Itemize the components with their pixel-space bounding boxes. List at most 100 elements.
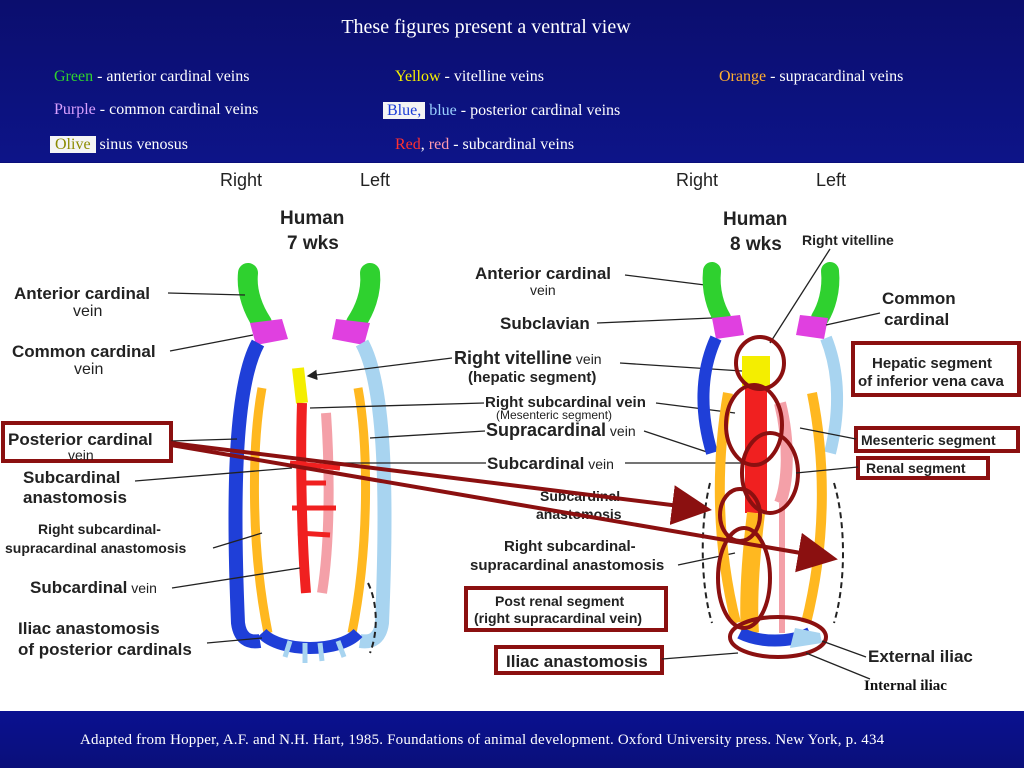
fig1-left-common-cardinal bbox=[332, 319, 370, 345]
fig2-hepatic-highlight bbox=[851, 341, 1021, 397]
mid-hepatic-segment-label: (hepatic segment) bbox=[468, 369, 596, 386]
fig1-posterior-cardinal-vein: vein bbox=[68, 447, 94, 463]
fig2-hepatic-circle bbox=[734, 335, 786, 391]
fig2-post-renal-segment bbox=[740, 511, 765, 634]
fig2-internal-iliac-label: Internal iliac bbox=[864, 678, 947, 694]
footer-bar: Adapted from Hopper, A.F. and N.H. Hart,… bbox=[0, 711, 1024, 768]
fig2-right-anterior-cardinal bbox=[702, 262, 731, 327]
fig2-iliac-circle bbox=[728, 615, 828, 659]
legend-text-orange: - supracardinal veins bbox=[766, 68, 904, 85]
legend-green: Green - anterior cardinal veins bbox=[54, 68, 249, 86]
fig2-stage-line1: Human bbox=[723, 209, 787, 230]
fig1-subcardinal-anastomosis-label: Subcardinal bbox=[23, 468, 120, 487]
legend-yellow: Yellow - vitelline veins bbox=[395, 68, 544, 86]
fig1-posterior-cardinal-label: Posterior cardinal bbox=[8, 430, 153, 449]
fig1-stage-line1: Human bbox=[280, 208, 344, 229]
fig1-iliac-label2: of posterior cardinals bbox=[18, 640, 192, 659]
mid-iliac-highlight bbox=[494, 645, 664, 675]
legend-text-olive: sinus venosus bbox=[95, 136, 188, 153]
fig1-subcardinal-vein-label: Subcardinal vein bbox=[30, 578, 157, 597]
fig1-right-common-cardinal bbox=[250, 319, 288, 345]
mid-right-sub-supra-label: Right subcardinal- bbox=[504, 538, 636, 555]
posterior-cardinal-arrow-1 bbox=[170, 441, 712, 525]
legend-key-red-light: red bbox=[428, 136, 450, 153]
legend-purple: Purple - common cardinal veins bbox=[54, 101, 258, 119]
legend-text-purple: - common cardinal veins bbox=[95, 101, 259, 118]
figure-8wks: Right Left Human 8 wks Right vitelline C… bbox=[676, 170, 1021, 694]
fig1-right-sub-supra-label: Right subcardinal- bbox=[38, 521, 161, 537]
mid-anterior-cardinal-vein: vein bbox=[530, 282, 556, 298]
source-citation: Adapted from Hopper, A.F. and N.H. Hart,… bbox=[80, 732, 885, 748]
legend-key-olive: Olive bbox=[50, 136, 96, 153]
fig1-left-anterior-cardinal bbox=[346, 263, 381, 333]
fig1-left-supracardinal bbox=[347, 387, 371, 634]
fig2-post-renal-circle bbox=[716, 526, 772, 630]
legend-blue: Blue, blue - posterior cardinal veins bbox=[383, 102, 620, 120]
mid-iliac-label: Iliac anastomosis bbox=[506, 652, 648, 671]
posterior-cardinal-arrow-2 bbox=[170, 443, 838, 573]
fig2-common-cardinal-label2: cardinal bbox=[884, 310, 949, 329]
legend-text-red: - subcardinal veins bbox=[449, 136, 575, 153]
legend-key-purple: Purple bbox=[54, 101, 96, 118]
header-bar: These figures present a ventral view Gre… bbox=[0, 0, 1024, 162]
fig1-right-posterior-cardinal bbox=[228, 339, 265, 649]
fig1-vitelline bbox=[292, 367, 308, 404]
mid-anterior-cardinal-label: Anterior cardinal bbox=[475, 264, 611, 283]
mid-mesenteric-note: (Mesenteric segment) bbox=[496, 408, 612, 422]
fig1-right-anterior-cardinal bbox=[237, 263, 272, 333]
mid-supracardinal-label: Supracardinal vein bbox=[486, 420, 636, 440]
fig2-stage-line2: 8 wks bbox=[730, 234, 782, 255]
fig1-iliac-anastomosis bbox=[257, 628, 363, 654]
fig1-iliac-label: Iliac anastomosis bbox=[18, 619, 160, 638]
fig1-anterior-cardinal-vein: vein bbox=[73, 303, 102, 320]
fig1-left-label: Left bbox=[360, 170, 390, 190]
mid-subclavian-label: Subclavian bbox=[500, 314, 590, 333]
fig2-hepatic-segment bbox=[742, 356, 770, 386]
fig2-left-common-cardinal bbox=[796, 315, 828, 339]
mid-subcardinal-label: Subcardinal vein bbox=[487, 454, 614, 473]
fig1-right-subcardinal bbox=[296, 402, 311, 594]
fig2-mesenteric-highlight bbox=[854, 426, 1020, 453]
fig1-right-sub-supra-label2: supracardinal anastomosis bbox=[5, 540, 187, 556]
fig1-posterior-cardinal-highlight bbox=[1, 421, 173, 463]
mid-post-renal-label2: (right supracardinal vein) bbox=[474, 610, 642, 626]
legend-text-yellow: - vitelline veins bbox=[440, 68, 545, 85]
legend-text-blue: - posterior cardinal veins bbox=[456, 102, 621, 119]
legend-olive: Olive sinus venosus bbox=[50, 136, 188, 154]
mid-right-subcardinal-label: Right subcardinal vein bbox=[485, 394, 646, 411]
legend-key-blue-light: blue bbox=[429, 102, 457, 119]
fig1-anterior-cardinal-label: Anterior cardinal bbox=[14, 284, 150, 303]
diagram-panel: Right Left Human 7 wks Anterior cardinal… bbox=[0, 163, 1024, 711]
fig1-stage-line2: 7 wks bbox=[287, 233, 339, 254]
legend-key-green: Green bbox=[54, 68, 94, 85]
fig2-left-posterior-cardinal bbox=[820, 335, 844, 455]
legend-key-red-dark: Red bbox=[395, 136, 421, 153]
fig2-hepatic-label2: of inferior vena cava bbox=[858, 373, 1005, 390]
mid-right-vitelline-label: Right vitelline vein bbox=[454, 348, 602, 368]
fig1-common-cardinal-label: Common cardinal bbox=[12, 342, 156, 361]
fig2-right-posterior-cardinal bbox=[697, 335, 722, 455]
legend-key-yellow: Yellow bbox=[395, 68, 441, 85]
fig2-renal-highlight bbox=[856, 456, 990, 480]
vein-diagram: Right Left Human 7 wks Anterior cardinal… bbox=[1, 170, 1021, 694]
fig2-common-cardinal-label: Common bbox=[882, 289, 956, 308]
fig2-renal-label: Renal segment bbox=[866, 460, 966, 476]
mid-post-renal-highlight bbox=[464, 586, 668, 632]
fig2-external-iliac-label: External iliac bbox=[868, 647, 973, 666]
figure-7wks: Right Left Human 7 wks Anterior cardinal… bbox=[1, 170, 392, 663]
fig1-iliac-branches bbox=[282, 640, 347, 663]
fig1-left-posterior-cardinal bbox=[355, 339, 392, 649]
fig2-left-supracardinal bbox=[801, 392, 827, 625]
fig1-subcardinal-anastomosis bbox=[289, 460, 341, 538]
fig2-left-label: Left bbox=[816, 170, 846, 190]
fig1-right-supracardinal bbox=[249, 387, 273, 634]
middle-labels: Anterior cardinal vein Subclavian Right … bbox=[306, 264, 745, 675]
legend-key-blue-dark: Blue, bbox=[383, 102, 426, 119]
fig2-left-anterior-cardinal bbox=[811, 262, 840, 327]
fig2-left-iliac bbox=[790, 628, 822, 648]
legend-key-orange: Orange bbox=[719, 68, 767, 85]
page-title: These figures present a ventral view bbox=[341, 16, 631, 38]
fig2-right-label: Right bbox=[676, 170, 718, 190]
fig2-right-vitelline-label: Right vitelline bbox=[802, 232, 894, 248]
fig1-dashed-outline bbox=[367, 582, 377, 654]
